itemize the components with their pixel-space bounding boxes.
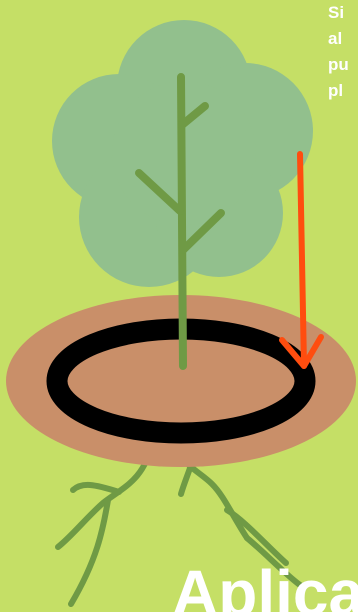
caption-line-3: pu: [328, 52, 358, 78]
caption-text: Si al pu pl: [328, 0, 358, 104]
bottom-heading: Aplica: [172, 558, 358, 612]
caption-line-4: pl: [328, 78, 358, 104]
caption-line-2: al: [328, 26, 358, 52]
caption-line-1: Si: [328, 0, 358, 26]
